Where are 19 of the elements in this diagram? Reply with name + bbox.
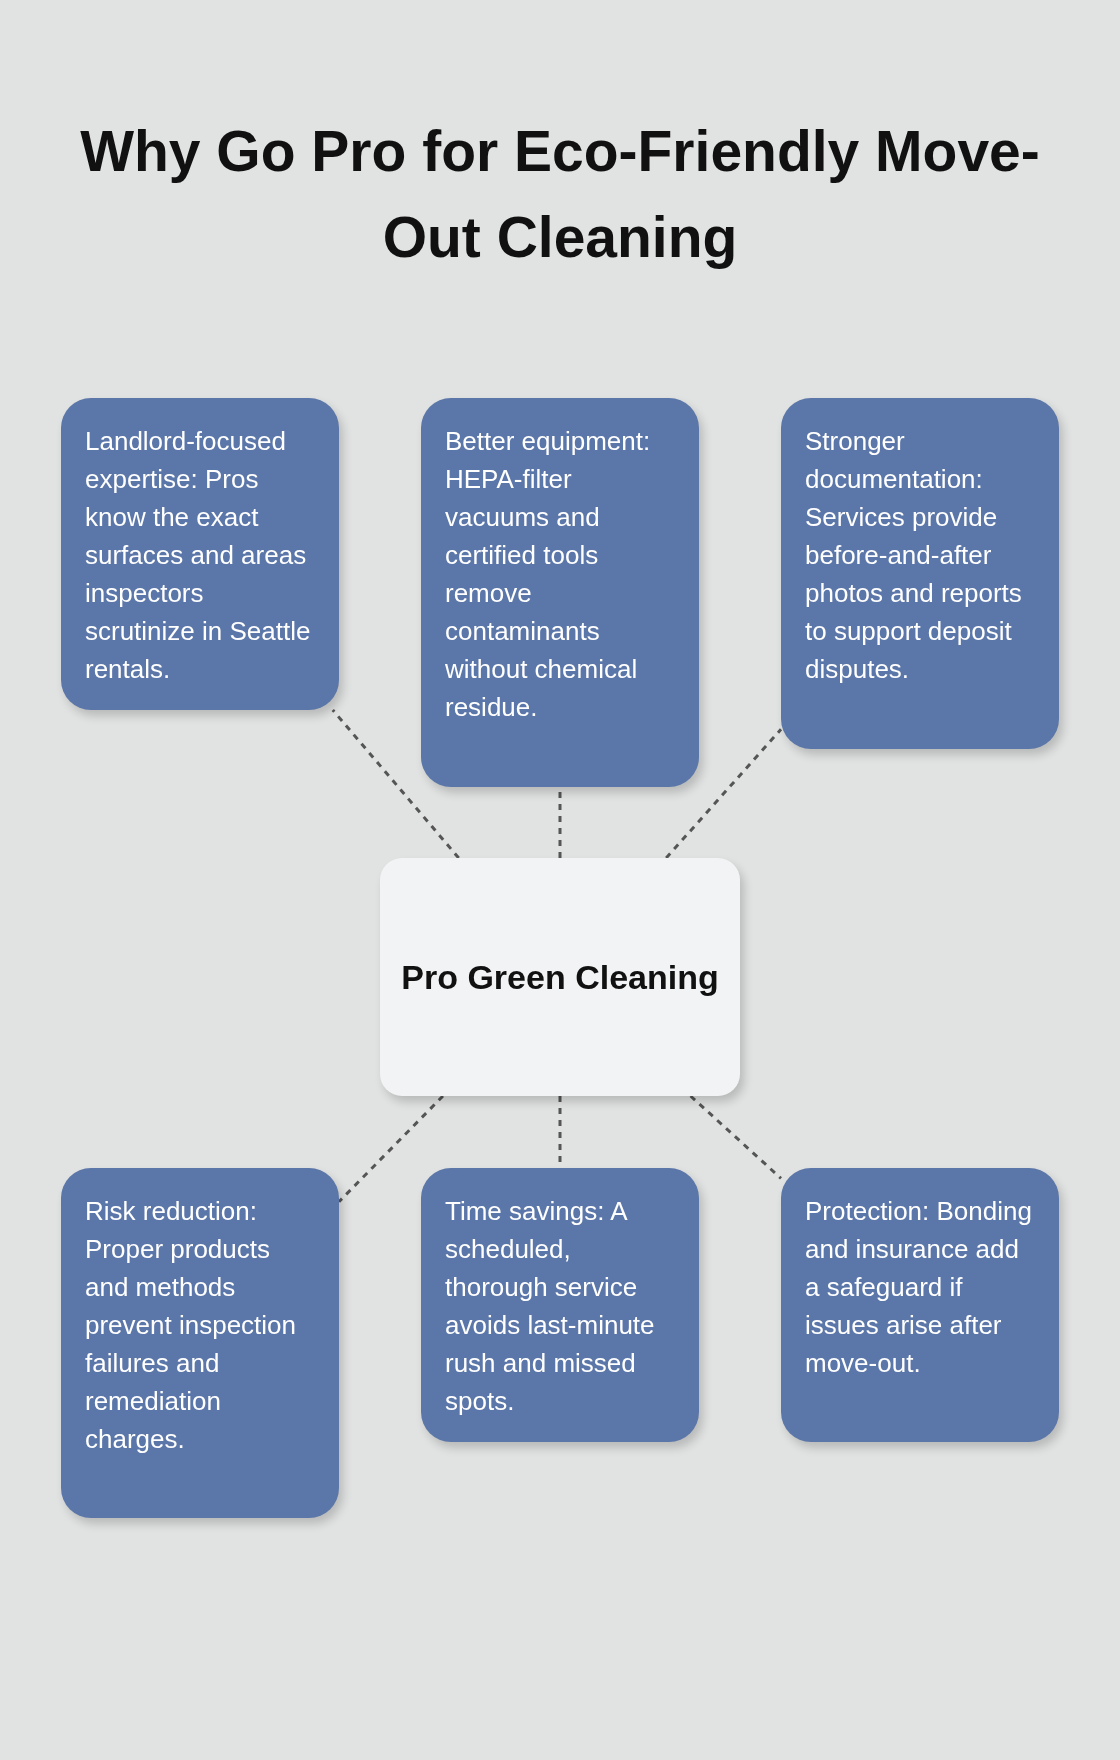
benefit-text: Landlord-focused expertise: Pros know the exact surfaces and areas inspectors scrutinize in Seattle rentals. [85,425,312,686]
benefit-box [781,1168,1059,1442]
benefit-text: Risk reduction: Proper products and methods prevent inspection failures and remediation charges. [85,1195,298,1456]
hub-box [380,858,740,1096]
title: Why Go Pro for Eco-Friendly Move-Out Cleaning [79,118,1041,271]
benefit-box [421,398,699,787]
dashed-connector [665,728,783,859]
benefit-text: Better equipment: HEPA-filter vacuums and certified tools remove contaminants without chemical residue. [445,425,652,724]
dashed-connector [337,1094,444,1203]
benefit-text: Protection: Bonding and insurance add a safeguard if issues arise after move-out. [805,1195,1033,1380]
dashed-connector [689,1094,782,1180]
benefit-box [61,398,339,710]
benefit-box [781,398,1059,749]
benefit-text: Time savings: A scheduled, thorough service avoids last-minute rush and missed spots. [445,1195,656,1418]
hub-label: Pro Green Cleaning [401,957,719,998]
dashed-connector [331,709,460,859]
benefit-box [61,1168,339,1518]
benefit-box [421,1168,699,1442]
benefit-text: Stronger documentation: Services provide before-and-after photos and reports to support deposit disputes. [805,425,1023,686]
